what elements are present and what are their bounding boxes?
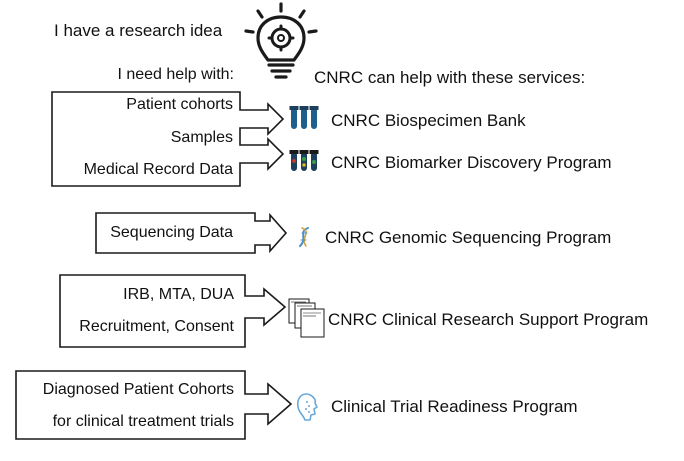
test-tubes-icon bbox=[289, 106, 319, 129]
documents-icon bbox=[288, 298, 325, 338]
need-sequencing-data: Sequencing Data bbox=[110, 224, 233, 241]
need-samples: Samples bbox=[170, 129, 233, 146]
services-heading: CNRC can help with these services: bbox=[314, 68, 586, 87]
need-medical-record-data: Medical Record Data bbox=[83, 161, 233, 178]
needs-arrow-2 bbox=[95, 212, 288, 254]
need-help-text: I need help with: bbox=[117, 66, 234, 83]
service-clinical-research-support: CNRC Clinical Research Support Program bbox=[328, 310, 649, 329]
research-idea-text: I have a research idea bbox=[54, 21, 223, 40]
lightbulb-gear-icon bbox=[244, 2, 318, 79]
need-patient-cohorts: Patient cohorts bbox=[126, 96, 233, 113]
needs-arrow-3 bbox=[59, 274, 287, 348]
dna-helix-icon bbox=[299, 227, 309, 247]
colored-test-tubes-icon bbox=[289, 150, 319, 171]
service-biomarker-discovery: CNRC Biomarker Discovery Program bbox=[331, 153, 612, 172]
service-genomic-sequencing: CNRC Genomic Sequencing Program bbox=[325, 228, 612, 247]
head-profile-icon bbox=[296, 393, 318, 421]
service-biospecimen-bank: CNRC Biospecimen Bank bbox=[331, 111, 526, 130]
service-clinical-trial-readiness: Clinical Trial Readiness Program bbox=[331, 397, 578, 416]
needs-bracket-1 bbox=[51, 91, 285, 187]
needs-arrow-4 bbox=[15, 370, 293, 440]
need-clinical-treatment-trials: for clinical treatment trials bbox=[52, 413, 234, 430]
need-irb-mta-dua: IRB, MTA, DUA bbox=[123, 286, 234, 303]
need-recruitment-consent: Recruitment, Consent bbox=[79, 318, 234, 335]
need-diagnosed-patient-cohorts: Diagnosed Patient Cohorts bbox=[42, 381, 234, 398]
